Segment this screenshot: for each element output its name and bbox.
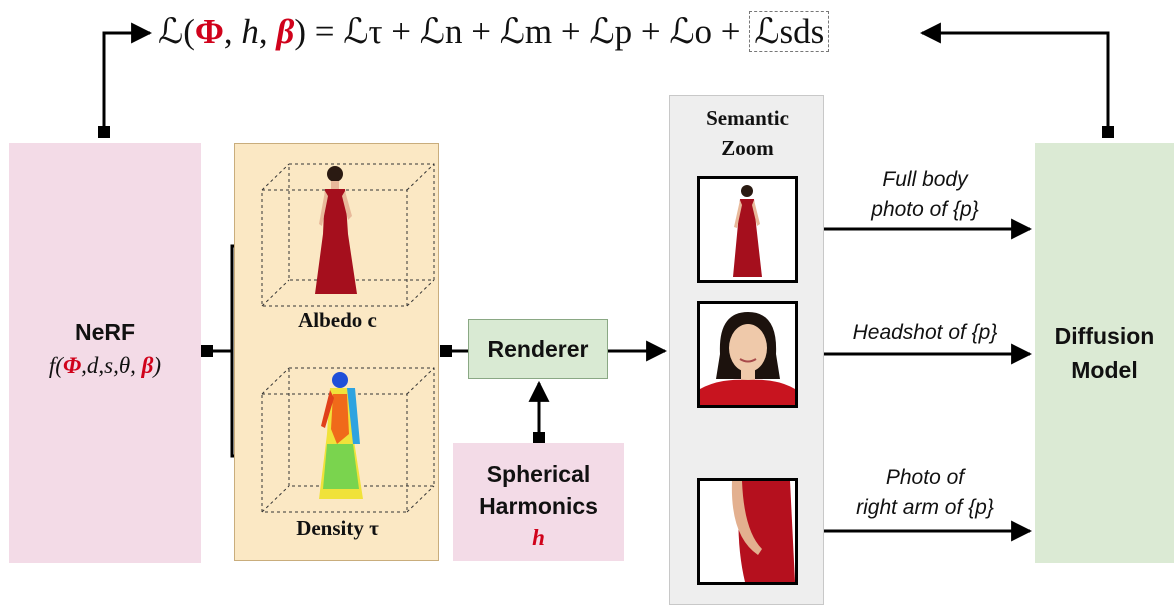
loss-close: ) [294,12,306,51]
sh-line2: Harmonics [479,493,598,519]
zoom-title-line1: Semantic [706,106,789,130]
loss-symbol: ℒ( [158,12,195,51]
diffusion-line2: Model [1071,357,1138,383]
sh-symbol: h [532,525,545,550]
prompt-full-body: Full body photo of {p} [820,165,1030,225]
nerf-func-f: f( [48,353,63,378]
loss-sep: , [223,12,242,51]
full-body-image [733,185,762,277]
prompt-right-arm-line1: Photo of [885,466,965,489]
diffusion-model-box: Diffusion Model [1035,143,1174,563]
spherical-harmonics-box: Spherical Harmonics h [453,443,624,561]
loss-terms: ℒτ + ℒn + ℒm + ℒp + ℒo + [343,12,750,51]
prompt-right-arm-line2: right arm of {p} [856,496,994,519]
renderer-box: Renderer [468,319,608,379]
prompt-full-body-line1: Full body [882,168,968,191]
nerf-to-loss-arrow [102,22,153,131]
full-body-thumbnail [697,176,798,283]
loss-equation: ℒ(Φ, h, β) = ℒτ + ℒn + ℒm + ℒp + ℒo + ℒs… [158,10,830,54]
nerf-function: f(Φ,d,s,θ, β) [9,353,201,379]
nerf-func-close: ) [153,353,162,378]
loss-sds-term: ℒsds [749,11,830,52]
diffusion-to-loss-arrow [919,22,1110,131]
prompt-full-body-line2: photo of {p} [871,198,979,221]
zoom-title-line2: Zoom [721,136,774,160]
loss-beta: β [276,12,295,51]
loss-h: h [241,12,259,51]
field-box: Albedo c Density τ [234,143,439,561]
sh-line1: Spherical [486,461,591,487]
headshot-thumbnail [697,301,798,408]
albedo-figure-image [315,166,357,294]
nerf-title: NeRF [74,319,136,345]
loss-phi: Φ [194,12,224,51]
density-figure-image [319,372,363,499]
field-cubes [261,163,435,513]
headshot-image [700,304,795,405]
nerf-func-beta: β [141,353,154,378]
diffusion-line1: Diffusion [1054,323,1155,349]
nerf-func-args: ,d,s,θ, [81,353,142,378]
right-arm-image [700,481,795,582]
renderer-label: Renderer [487,335,589,362]
prompt-right-arm: Photo of right arm of {p} [820,463,1030,523]
loss-sep: , [258,12,277,51]
albedo-label: Albedo c [298,308,377,332]
loss-equals: = [306,12,344,51]
nerf-func-phi: Φ [62,353,82,378]
nerf-box: NeRF f(Φ,d,s,θ, β) [9,143,201,563]
prompt-headshot: Headshot of {p} [820,318,1030,348]
prompt-headshot-line1: Headshot of {p} [852,321,998,344]
right-arm-thumbnail [697,478,798,585]
density-label: Density τ [296,516,379,540]
